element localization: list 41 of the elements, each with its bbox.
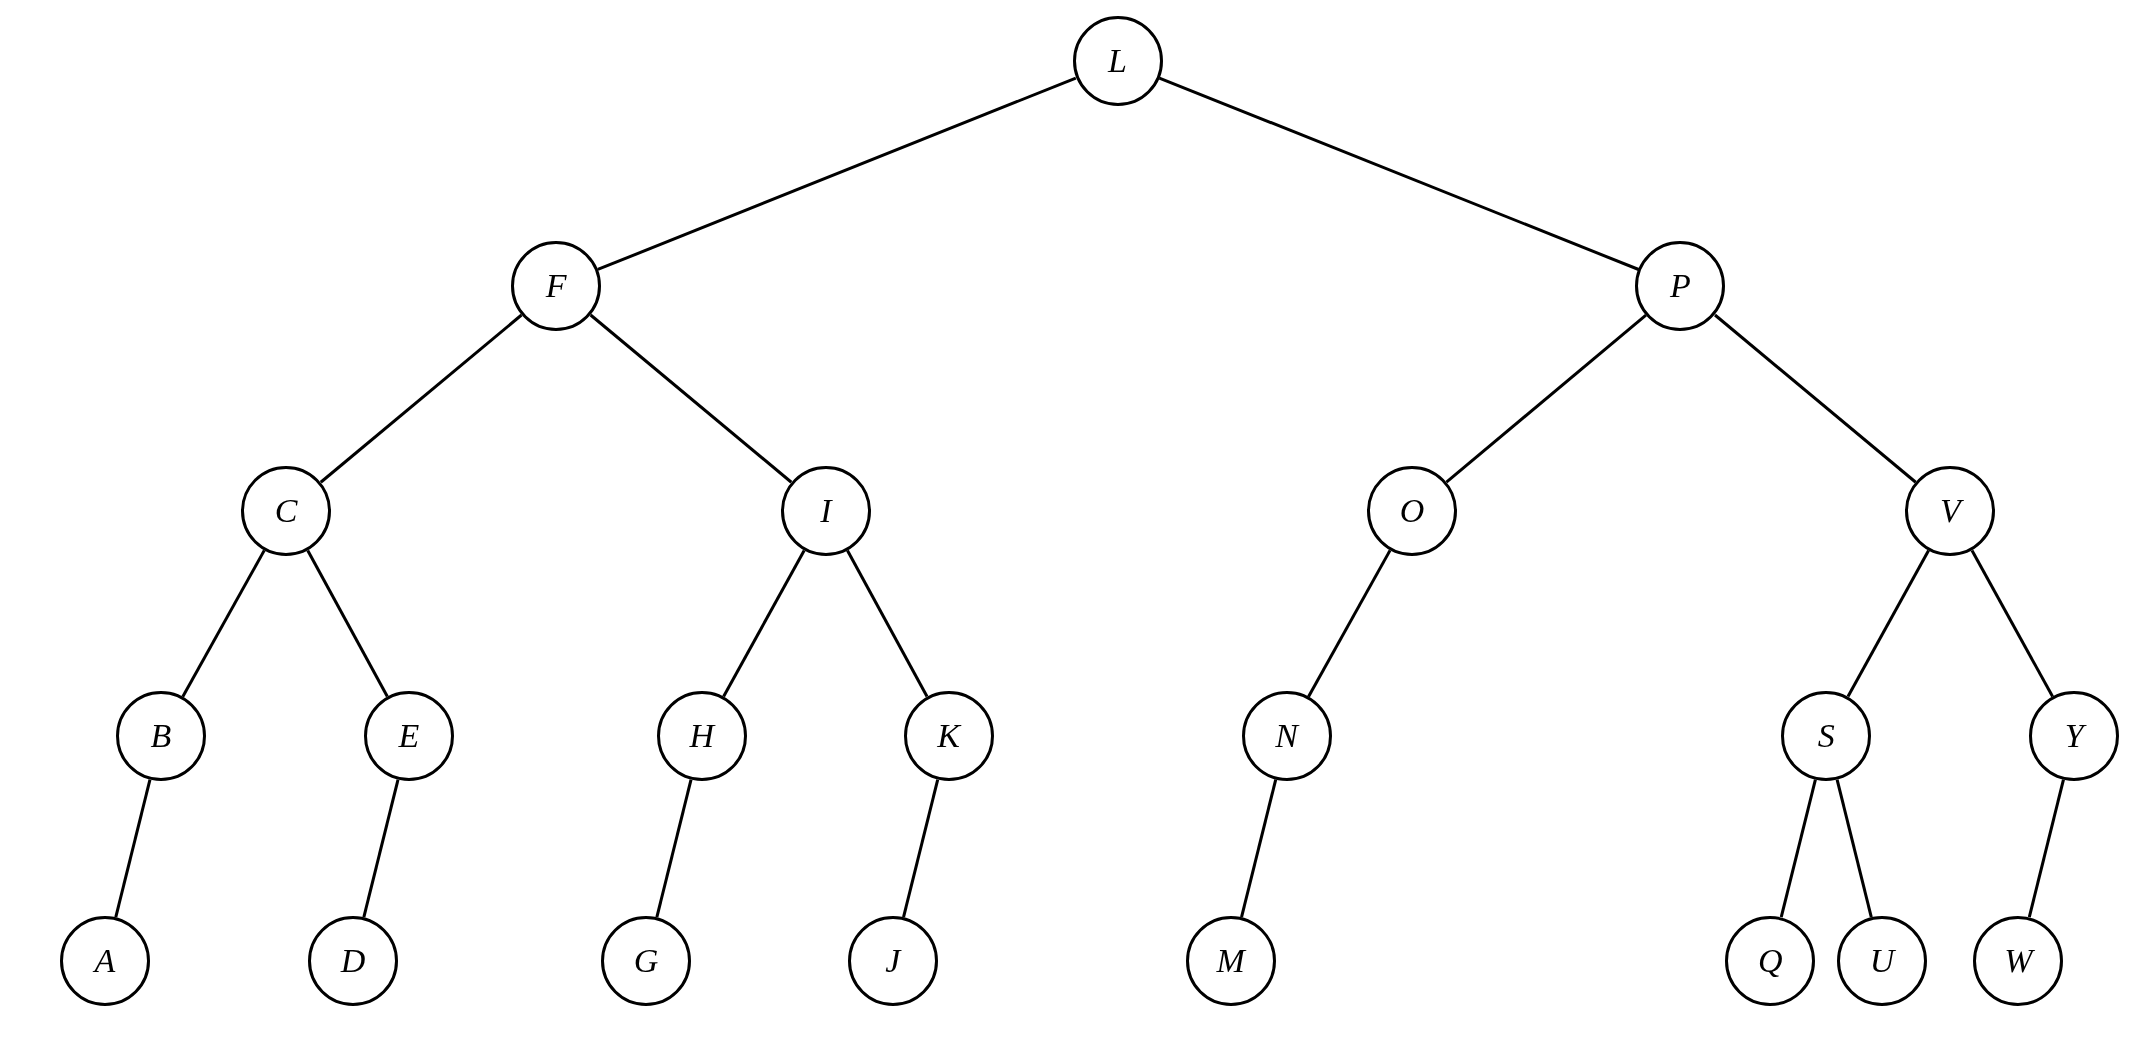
tree-edge [319, 313, 523, 484]
node-label: N [1275, 718, 1298, 753]
node-label: H [689, 718, 715, 753]
tree-edge [902, 779, 940, 918]
tree-edge [1779, 779, 1817, 918]
tree-edge [1158, 76, 1640, 271]
node-label: C [274, 494, 298, 529]
node-label: D [340, 943, 366, 978]
node-label: Q [1758, 943, 1783, 978]
node-label: F [545, 269, 567, 304]
tree-edge [306, 549, 389, 698]
tree-edge [597, 76, 1077, 271]
node-label: U [1869, 943, 1895, 978]
node-label: O [1399, 494, 1425, 529]
tree-edge [1846, 549, 1930, 698]
node-label: G [633, 943, 659, 978]
tree-edge [1307, 549, 1392, 698]
tree-edge [589, 313, 793, 484]
tree-edge [181, 549, 266, 698]
node-label: A [94, 943, 116, 978]
tree-edge [362, 779, 400, 918]
node-label: M [1216, 943, 1245, 978]
tree-edge [1240, 779, 1278, 918]
tree-edge [846, 549, 929, 698]
node-label: P [1670, 269, 1691, 304]
tree-edge [1445, 313, 1647, 484]
tree-edge [1970, 549, 2054, 698]
node-label: J [885, 943, 901, 978]
tree-edge [2027, 779, 2065, 918]
node-label: W [2004, 943, 2033, 978]
node-label: I [820, 494, 832, 529]
tree-edge [655, 779, 693, 918]
tree-edge [1835, 779, 1873, 918]
tree-edge [722, 549, 806, 698]
node-label: S [1817, 718, 1835, 753]
tree-edge [1714, 313, 1917, 484]
node-label: B [150, 718, 172, 753]
node-label: L [1108, 44, 1127, 79]
node-label: K [937, 718, 960, 753]
tree-edge [114, 779, 152, 918]
node-label: E [398, 718, 420, 753]
